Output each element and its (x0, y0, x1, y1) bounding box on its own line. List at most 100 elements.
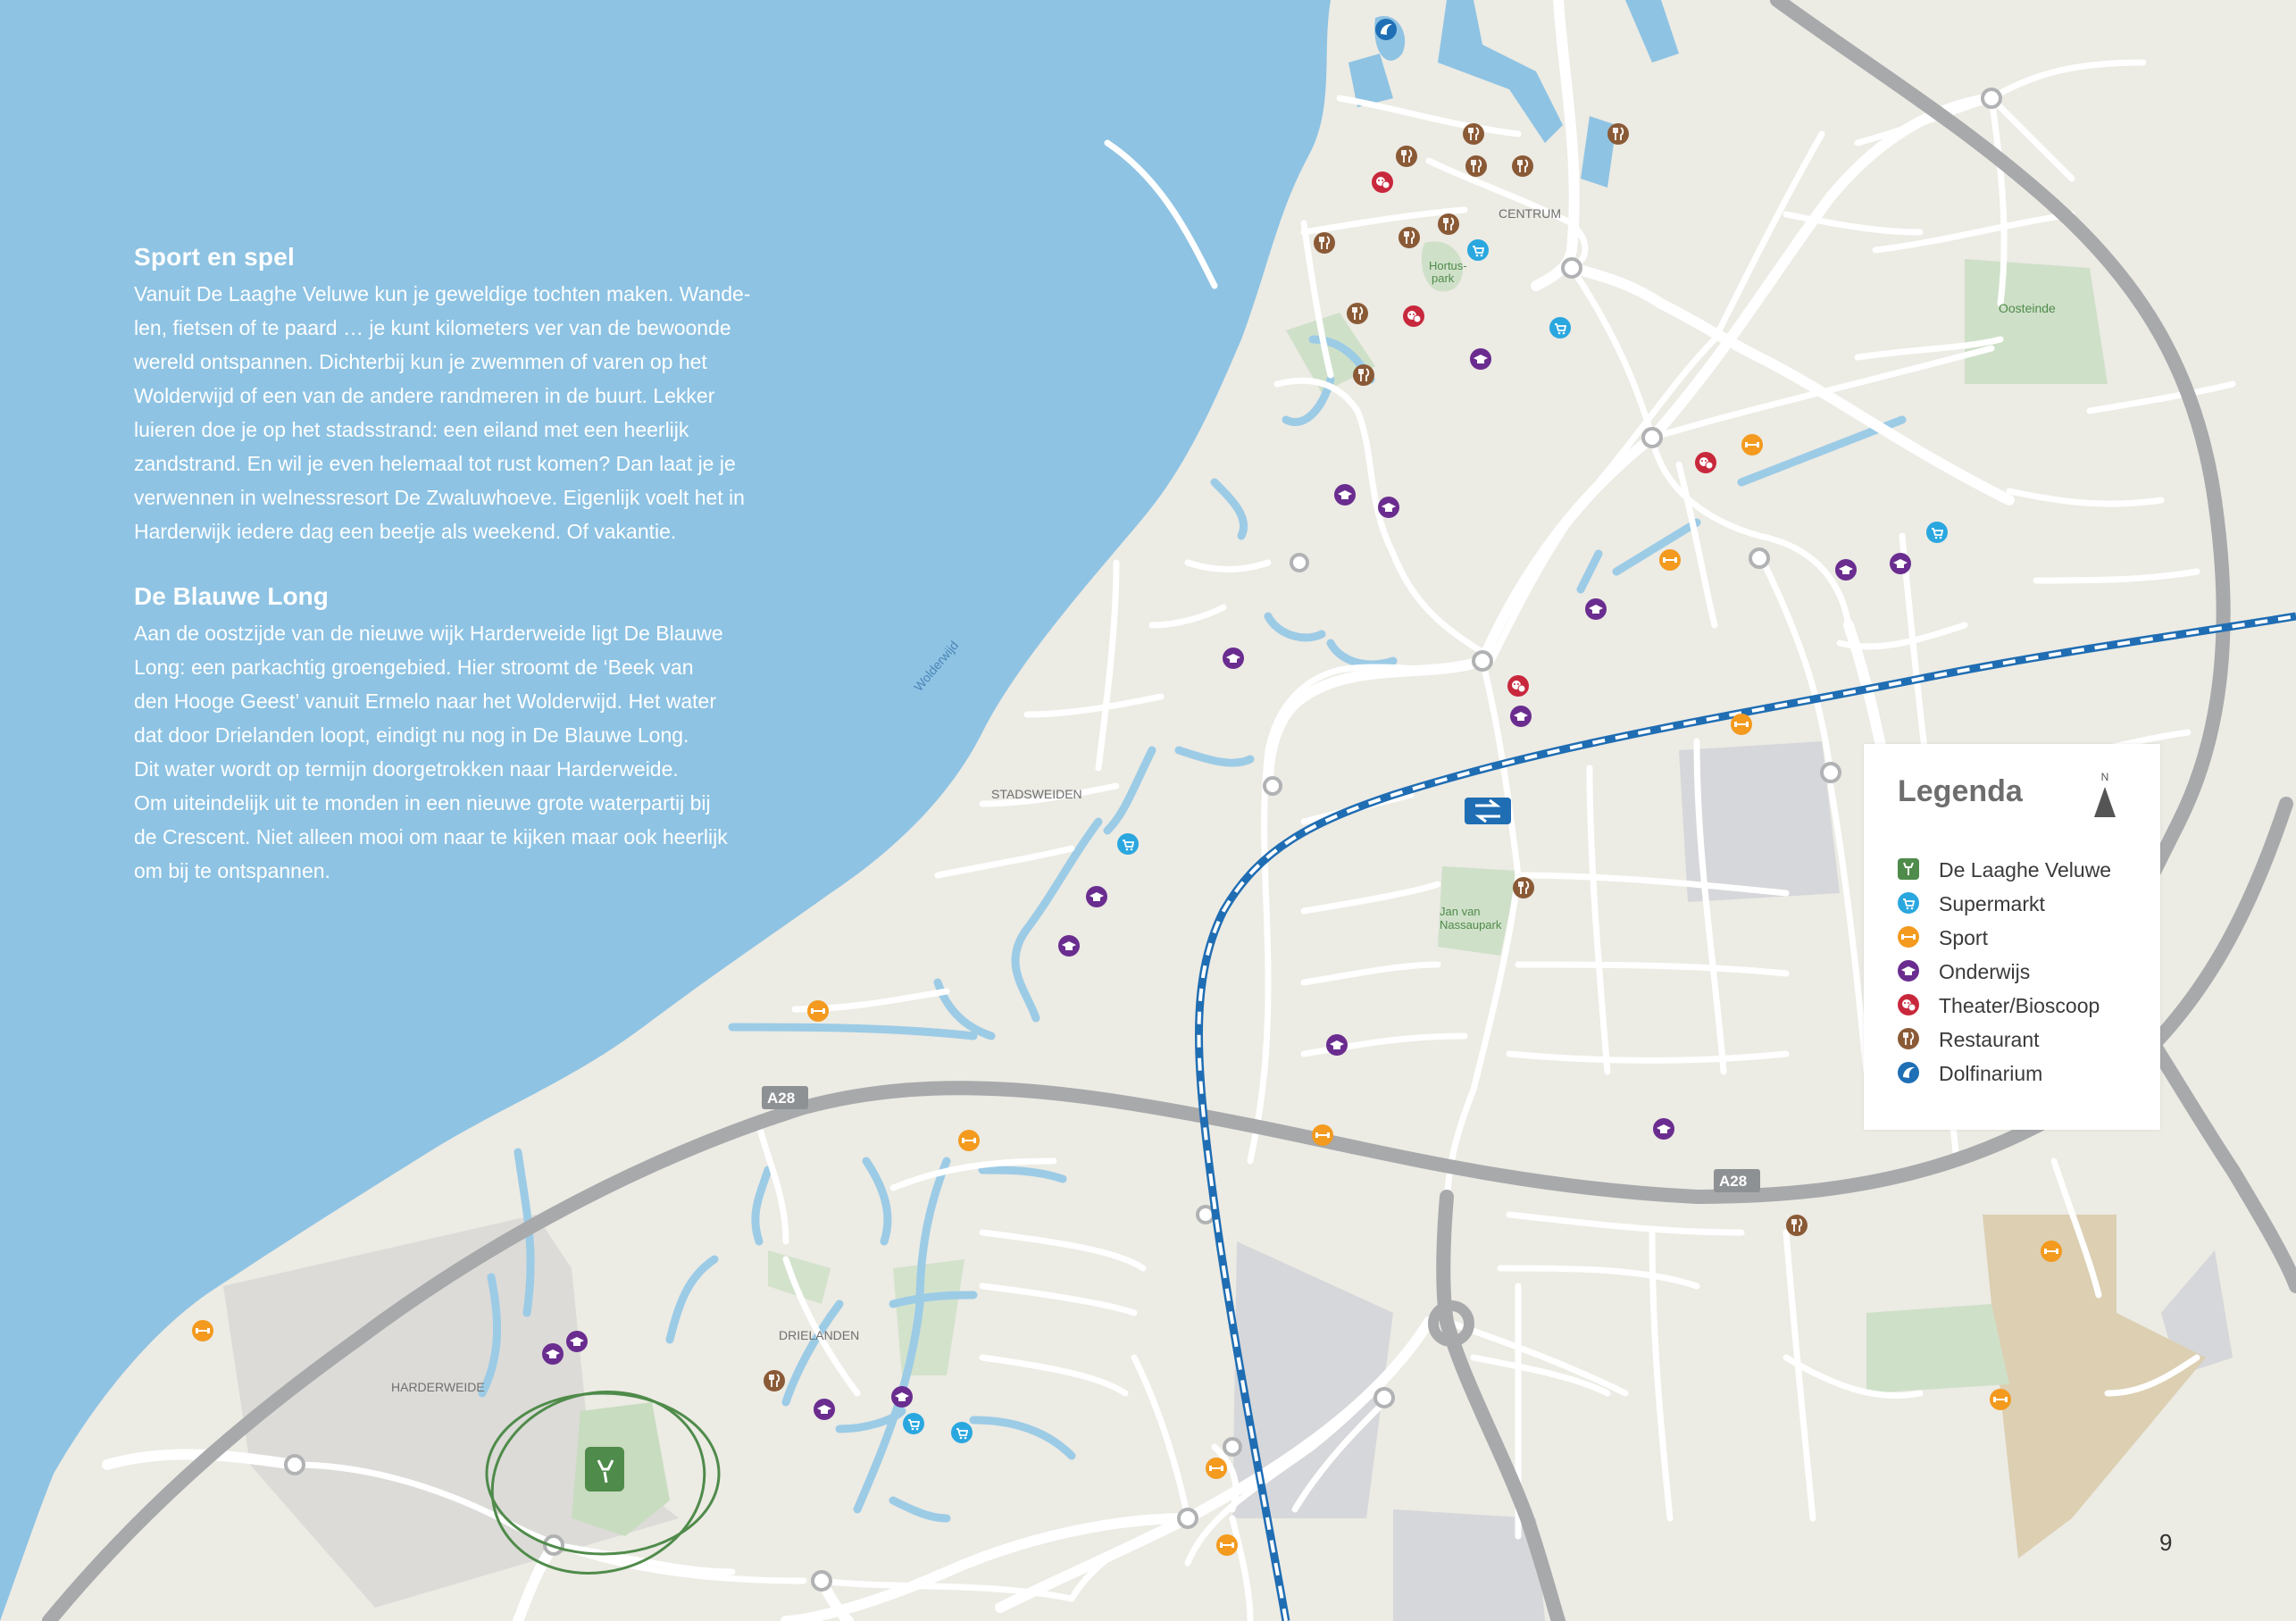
mortarboard-icon (1653, 1118, 1674, 1140)
mortarboard-icon (1058, 935, 1080, 957)
masks-icon (1695, 452, 1716, 473)
mortarboard-icon (1890, 553, 1911, 574)
legend-item-supermarkt: Supermarkt (1896, 887, 2146, 921)
harbour-channel-2 (1625, 0, 1679, 63)
legend-item-label: Onderwijs (1939, 960, 2031, 983)
drielanden-green-2 (768, 1250, 831, 1304)
sport-icon (1659, 549, 1681, 571)
a28-shield-right (1714, 1169, 1760, 1192)
sport-icon (1896, 924, 1921, 954)
body-line: dat door Drielanden loopt, eindigt nu no… (134, 723, 689, 747)
harderweide-zone (223, 1215, 679, 1608)
cutlery-icon (1314, 232, 1335, 254)
park-east (1866, 1304, 2009, 1393)
body-line: Harderwijk iedere dag een beetje als wee… (134, 520, 677, 543)
north-arrow-shape (2094, 787, 2116, 817)
cart-icon (1117, 833, 1139, 855)
section-body-sport: Vanuit De Laaghe Veluwe kun je geweldige… (134, 277, 777, 548)
label-a28-left: A28 (767, 1090, 795, 1107)
label-hortuspark-2: park (1432, 272, 1455, 285)
park-west (1286, 313, 1375, 393)
mortarboard-icon (1086, 886, 1107, 907)
cutlery-icon (1347, 303, 1368, 324)
legend-item-onderwijs: Onderwijs (1896, 955, 2146, 989)
legend-item-theater: Theater/Bioscoop (1896, 989, 2146, 1023)
label-oosteinde: Oosteinde (1999, 301, 2056, 315)
body-line: wereld ontspannen. Dichterbij kun je zwe… (134, 350, 707, 373)
cutlery-icon (1396, 146, 1417, 167)
cart-icon (903, 1413, 924, 1434)
laaghe-veluwe-marker (485, 1391, 721, 1575)
mortarboard-icon (1585, 598, 1607, 620)
label-a28-right: A28 (1719, 1173, 1747, 1190)
sport-icon (1216, 1534, 1238, 1556)
legend-item-label: Theater/Bioscoop (1939, 994, 2100, 1017)
wolderwijd-lake (0, 0, 1331, 1621)
sport-icon (1990, 1389, 2011, 1410)
label-jan-van-nassaupark-1: Jan van (1440, 905, 1481, 918)
body-line: Om uiteindelijk uit te monden in een nie… (134, 791, 711, 815)
mortarboard-icon (566, 1331, 588, 1352)
poi-layer (192, 19, 2062, 1556)
cutlery-icon (1512, 155, 1533, 177)
dolphin-icon (1375, 19, 1397, 40)
cutlery-icon (1353, 364, 1374, 386)
cutlery-icon (1438, 213, 1459, 235)
body-line: len, fietsen of te paard … je kunt kilom… (134, 316, 731, 339)
railway-dash (1197, 614, 2296, 1621)
sport-icon (192, 1320, 213, 1341)
oosteinde-park (1965, 259, 2108, 384)
mortarboard-icon (542, 1343, 564, 1365)
body-line: Wolderwijd of een van de andere randmere… (134, 384, 715, 407)
legend-item-label: Restaurant (1939, 1028, 2040, 1051)
body-line: den Hooge Geest’ vanuit Ermelo naar het … (134, 689, 716, 713)
mortarboard-icon (1835, 559, 1857, 581)
mortarboard-icon (1326, 1034, 1348, 1056)
dolphin-icon (1896, 1060, 1921, 1090)
legend-title: Legenda (1898, 774, 2023, 808)
body-line: Long: een parkachtig groengebied. Hier s… (134, 656, 694, 679)
section-sport-en-spel: Sport en spel Vanuit De Laaghe Veluwe ku… (134, 243, 777, 548)
mortarboard-icon (891, 1386, 913, 1408)
station-icon (1465, 798, 1511, 824)
mortarboard-icon (1510, 706, 1532, 727)
body-line: Dit water wordt op termijn doorgetrokken… (134, 757, 679, 781)
legend-item-label: Dolfinarium (1939, 1062, 2043, 1085)
section-title-sport: Sport en spel (134, 243, 295, 271)
body-line: zandstrand. En wil je even helemaal tot … (134, 452, 736, 475)
label-drielanden: DRIELANDEN (779, 1328, 859, 1342)
sport-icon (2041, 1241, 2062, 1262)
body-line: luieren doe je op het stadsstrand: een e… (134, 418, 689, 441)
a28-shield-left (762, 1086, 808, 1109)
legend-items: De Laaghe Veluwe Supermarkt Sport Onderw… (1896, 853, 2146, 1090)
canals (478, 335, 1907, 1523)
legend-item-dolfinarium: Dolfinarium (1896, 1057, 2146, 1090)
label-harderweide: HARDERWEIDE (391, 1380, 485, 1394)
label-stadsweiden: STADSWEIDEN (991, 787, 1082, 801)
mortarboard-icon (1470, 348, 1491, 370)
section-body-blauwe-long: Aan de oostzijde van de nieuwe wijk Hard… (134, 616, 777, 888)
hortuspark (1421, 241, 1463, 292)
cutlery-icon (1513, 877, 1534, 898)
masks-icon (1372, 171, 1393, 193)
sport-icon (958, 1130, 980, 1151)
sport-icon (1731, 714, 1752, 735)
map-legend: Legenda N De Laaghe Veluwe Supermarkt Sp… (1864, 744, 2160, 1130)
mortarboard-icon (1223, 648, 1244, 669)
small-roundabouts (284, 88, 2002, 1592)
label-centrum: CENTRUM (1499, 206, 1561, 221)
mortarboard-icon (1378, 497, 1399, 518)
body-line: Aan de oostzijde van de nieuwe wijk Hard… (134, 622, 723, 645)
body-line: Vanuit De Laaghe Veluwe kun je geweldige… (134, 282, 751, 305)
cutlery-icon (1398, 227, 1420, 248)
sport-icon (1741, 434, 1763, 455)
development-area (1983, 1215, 2206, 1558)
cart-icon (1549, 317, 1571, 338)
section-title-blauwe-long: De Blauwe Long (134, 582, 329, 610)
masks-icon (1403, 305, 1424, 327)
masks-icon (1507, 675, 1529, 697)
roundabout (1428, 1300, 1474, 1347)
legend-item-restaurant: Restaurant (1896, 1023, 2146, 1057)
section-blauwe-long: De Blauwe Long Aan de oostzijde van de n… (134, 582, 777, 888)
